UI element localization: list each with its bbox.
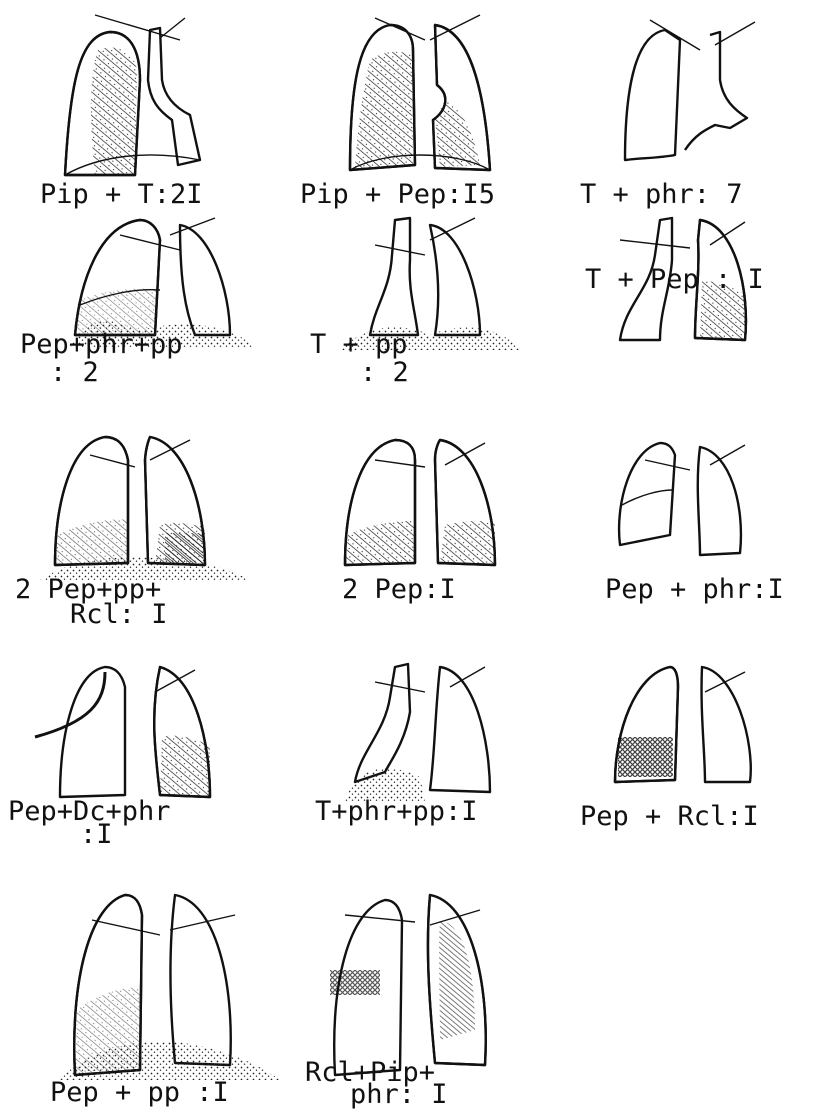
lung-diagram-11 (300, 652, 540, 802)
panel-label-12: Pep + Rcl:I (580, 802, 759, 832)
panel-label-6: T + Pep : I (585, 265, 764, 295)
panel-label-5b: : 2 (360, 358, 409, 388)
panel-label-7b: Rcl: I (70, 600, 168, 630)
panel-label-8: 2 Pep:I (342, 575, 456, 605)
panel-14: Rcl+Pip+ phr: I (290, 880, 550, 1110)
lung-diagram-12 (560, 652, 800, 802)
panel-9: Pep + phr:I (560, 425, 800, 640)
panel-label-9: Pep + phr:I (605, 575, 784, 605)
panel-label-4b: : 2 (50, 358, 99, 388)
panel-3: T + phr: 7 (555, 10, 795, 220)
panel-label-3: T + phr: 7 (580, 180, 743, 210)
panel-12: Pep + Rcl:I (560, 652, 800, 847)
lung-diagram-10 (0, 652, 260, 802)
lung-diagram-3 (555, 10, 795, 175)
panel-label-5: T + pp (310, 330, 408, 360)
panel-8: 2 Pep:I (300, 425, 540, 640)
panel-label-1: Pip + T:2I (40, 180, 203, 210)
panel-4: Pep+phr+pp : 2 (30, 210, 270, 425)
lung-diagram-2 (295, 10, 535, 175)
panel-label-11: T+phr+pp:I (315, 797, 478, 827)
lung-diagram-1 (40, 10, 280, 175)
lung-diagram-14 (290, 880, 550, 1080)
panel-label-14b: phr: I (350, 1080, 448, 1110)
panel-13: Pep + pp :I (30, 880, 290, 1110)
lung-diagram-8 (300, 425, 540, 580)
panel-1: Pip + T:2I (40, 10, 280, 220)
panel-2: Pip + Pep:I5 (295, 10, 535, 220)
panel-label-4: Pep+phr+pp (20, 330, 183, 360)
lung-diagram-7 (0, 425, 260, 580)
panel-label-10b: :I (80, 820, 113, 850)
panel-10: Pep+Dc+phr :I (0, 652, 260, 847)
panel-label-13: Pep + pp :I (50, 1078, 229, 1108)
panel-11: T+phr+pp:I (300, 652, 540, 847)
panel-6: T + Pep : I (560, 210, 800, 425)
lung-diagram-13 (30, 880, 290, 1080)
panel-5: T + pp : 2 (300, 210, 540, 425)
panel-label-2: Pip + Pep:I5 (300, 180, 495, 210)
panel-7: 2 Pep+pp+ Rcl: I (0, 425, 260, 640)
lung-diagram-9 (560, 425, 800, 580)
